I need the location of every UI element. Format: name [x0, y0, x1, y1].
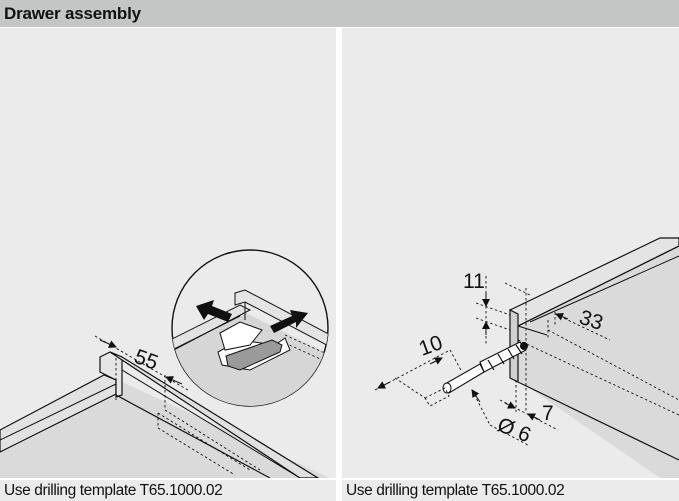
dimension-7: 7: [542, 402, 554, 425]
arrow-right-icon: [270, 310, 308, 333]
illustration-panel-left: 55: [0, 28, 336, 478]
drawer-front-top: [109, 351, 320, 478]
caption-left: Use drilling template T65.1000.02: [0, 480, 336, 501]
illustration-panel-right: 11 33 10 Ø 6: [342, 28, 679, 478]
arrow-left-icon: [196, 300, 232, 322]
drawer-front-illustration: 55: [0, 249, 330, 478]
page-title: Drawer assembly: [4, 4, 141, 23]
drill-bit-icon: [442, 341, 528, 394]
title-bar: Drawer assembly: [0, 0, 679, 27]
dimension-diameter-6: Ø 6: [494, 413, 534, 447]
caption-right: Use drilling template T65.1000.02: [342, 480, 679, 501]
drawer-side-panel: [518, 240, 679, 478]
caption-text: Use drilling template T65.1000.02: [346, 482, 565, 499]
drilling-illustration: 11 33 10 Ø 6: [374, 237, 679, 478]
dimension-55: 55: [131, 345, 161, 375]
dimension-10: 10: [416, 331, 446, 361]
caption-text: Use drilling template T65.1000.02: [4, 482, 223, 499]
dimension-11: 11: [463, 270, 485, 293]
